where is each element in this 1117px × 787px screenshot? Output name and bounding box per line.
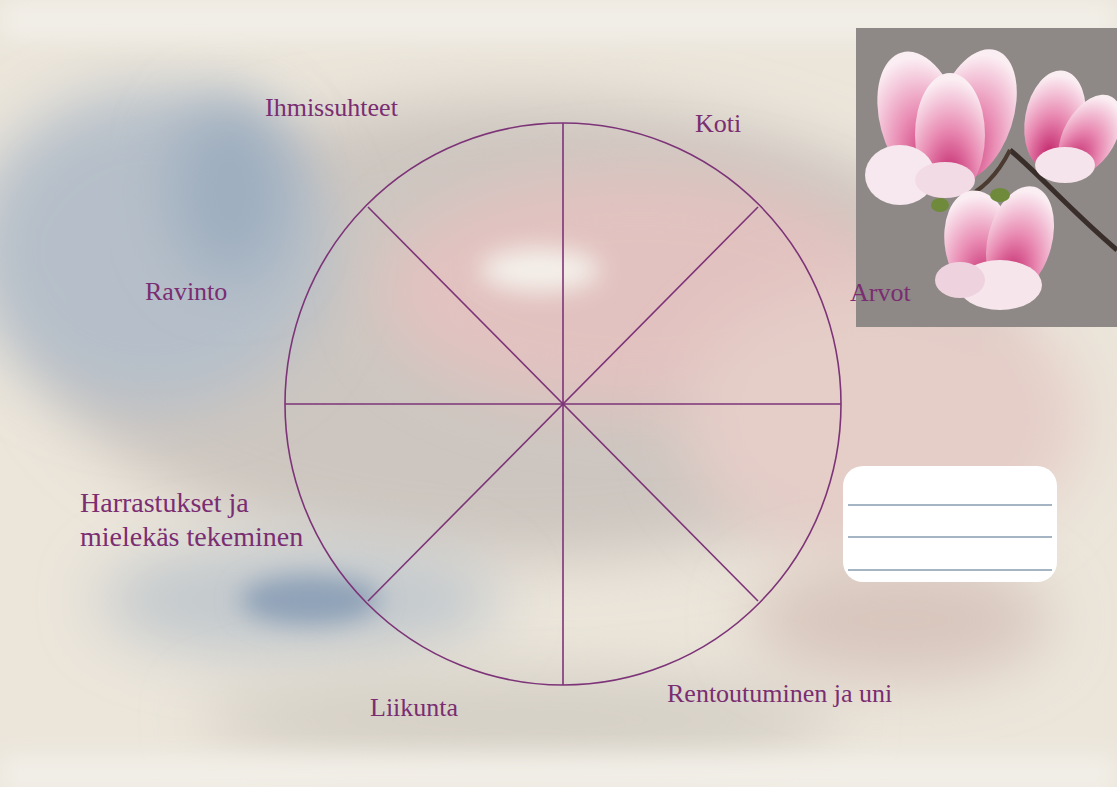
segment-label: Ihmissuhteet bbox=[265, 92, 398, 123]
segment-label: Ravinto bbox=[145, 276, 227, 307]
note-box bbox=[843, 466, 1057, 582]
segment-label: Koti bbox=[695, 108, 741, 139]
segment-label: Liikunta bbox=[370, 692, 458, 723]
segment-label: Rentoutuminen ja uni bbox=[667, 678, 892, 709]
segment-label: Arvot bbox=[850, 277, 911, 308]
life-wheel bbox=[285, 123, 841, 685]
segment-label: Harrastukset ja mielekäs tekeminen bbox=[80, 486, 315, 553]
